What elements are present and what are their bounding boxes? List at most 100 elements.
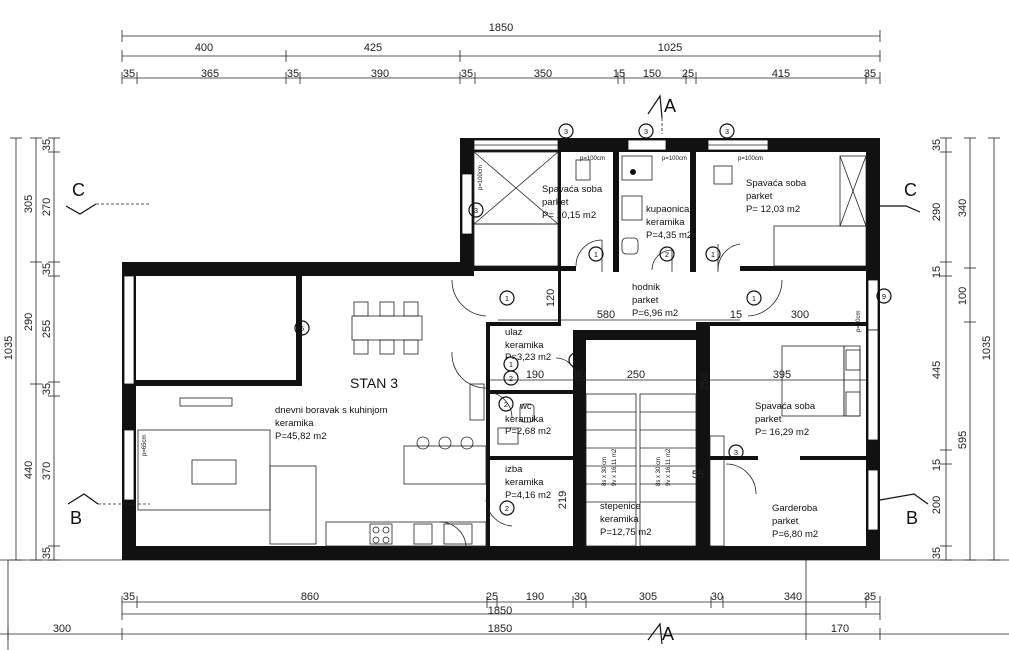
dim-right-overall: 1035	[981, 336, 993, 360]
section-a-top: A	[664, 96, 676, 116]
dim-top-15: 15	[613, 68, 625, 80]
dim-left-35d: 35	[41, 547, 53, 559]
room-entry-name: ulaz	[505, 327, 523, 338]
room-bedroom2-name: Spavaća soba	[746, 178, 807, 189]
door-tags: 3 3 3 3 1 2 1 1 1 9 5 1 2 2 2 3 2	[294, 123, 892, 516]
room-hall-area: P=6,96 m2	[632, 308, 678, 319]
dim-bottom-340: 340	[784, 591, 802, 603]
dim-inner-300: 300	[791, 309, 809, 321]
dim-bottom-35b: 35	[864, 591, 876, 603]
dim-inner-55: 55	[692, 469, 704, 481]
dim-left-305: 305	[23, 195, 35, 213]
room-living-floor: keramika	[275, 418, 314, 429]
dim-inner-30: 30	[574, 369, 586, 381]
right-dimension-chain: 35 290 15 445 15 200 35 340 100 595 1035	[931, 137, 1000, 561]
dim-right-340: 340	[957, 199, 969, 217]
dim-inner-219: 219	[557, 491, 569, 509]
section-b-left: B	[70, 508, 82, 528]
dim-left-290: 290	[23, 313, 35, 331]
bottom-dimension-chain: 35 860 25 190 30 305 30 340 35 1850 300 …	[0, 559, 1009, 650]
stair-note-rise-left: 9v x 16,11 m2	[612, 448, 618, 486]
dim-bottom-1850a: 1850	[488, 605, 512, 617]
room-storage-floor: keramika	[505, 477, 544, 488]
room-bedroom3-area: P= 16,29 m2	[755, 427, 809, 438]
tag-p100-d: p=100cm	[478, 165, 484, 190]
dim-top-25: 25	[682, 68, 694, 80]
section-c-left: C	[72, 180, 85, 200]
dim-inner-190: 190	[526, 369, 544, 381]
section-a-bottom: A	[662, 624, 674, 644]
inner-dimensions: 120 580 15 300 190 250 250 395 55 219 30	[490, 289, 866, 509]
dim-right-100: 100	[957, 287, 969, 305]
tag-p100-c: p=100cm	[738, 156, 763, 162]
tag-1c: 1	[505, 294, 509, 303]
room-bedroom1-name: Spavaća soba	[542, 184, 603, 195]
tag-p65: p=65cm	[142, 434, 148, 456]
room-bedroom2-area: P= 12,03 m2	[746, 204, 800, 215]
dim-inner-250b: 250	[699, 373, 711, 391]
room-living-area: P=45,82 m2	[275, 431, 327, 442]
tag-3c: 3	[725, 127, 729, 136]
room-storage-name: izba	[505, 464, 523, 475]
dim-left-35a: 35	[41, 139, 53, 151]
room-bedroom1-area: P= 10,15 m2	[542, 210, 596, 221]
dim-right-595: 595	[957, 431, 969, 449]
section-c-right: C	[904, 180, 917, 200]
furniture	[137, 151, 867, 547]
dim-right-15a: 15	[931, 266, 943, 278]
tag-3d: 3	[474, 206, 478, 215]
dim-inner-395: 395	[773, 369, 791, 381]
room-entry-area: P=3,23 m2	[505, 352, 551, 363]
room-stairs-name: stepenice	[600, 501, 641, 512]
unit-title: STAN 3	[350, 375, 398, 391]
dim-top-415: 415	[772, 68, 790, 80]
section-markers: A A C C B B	[65, 94, 929, 645]
room-bath-area: P=4,35 m2	[646, 230, 692, 241]
room-entry-floor: keramika	[505, 340, 544, 351]
tag-1e: 1	[509, 360, 513, 369]
dim-inner-580: 580	[597, 309, 615, 321]
dim-top-365: 365	[201, 68, 219, 80]
dim-top-350: 350	[534, 68, 552, 80]
room-hall-name: hodnik	[632, 282, 660, 293]
room-storage-area: P=4,16 m2	[505, 490, 551, 501]
tag-2c: 2	[574, 356, 578, 365]
dim-bottom-30a: 30	[574, 591, 586, 603]
tag-1a: 1	[594, 250, 598, 259]
dim-top-35c: 35	[461, 68, 473, 80]
dim-right-35b: 35	[931, 547, 943, 559]
dim-right-445: 445	[931, 361, 943, 379]
dim-bottom-25: 25	[486, 591, 498, 603]
room-bath-floor: keramika	[646, 217, 685, 228]
room-stairs-area: P=12,75 m2	[600, 527, 652, 538]
room-wardrobe-area: P=6,80 m2	[772, 529, 818, 540]
room-bedroom3-floor: parket	[755, 414, 782, 425]
dim-top-35b: 35	[287, 68, 299, 80]
dim-top-35a: 35	[123, 68, 135, 80]
dim-bottom-300: 300	[53, 623, 71, 635]
tag-2d: 2	[504, 400, 508, 409]
room-wardrobe-name: Garderoba	[772, 503, 818, 514]
room-wc-floor: keramika	[505, 414, 544, 425]
tag-1b: 1	[711, 250, 715, 259]
tag-9: 9	[882, 292, 886, 301]
room-hall-floor: parket	[632, 295, 659, 306]
dim-left-370: 370	[41, 462, 53, 480]
room-bedroom2-floor: parket	[746, 191, 773, 202]
left-dimension-chain: 1035 305 290 440 35 270 35 255 35 370 35	[3, 137, 60, 561]
tag-p40: p=40cm	[856, 310, 862, 332]
section-b-right: B	[906, 508, 918, 528]
dim-bottom-305: 305	[639, 591, 657, 603]
outer-walls	[122, 138, 880, 560]
dim-inner-120: 120	[545, 289, 557, 307]
stair-note-rise-right: 9v x 16,11 m2	[666, 448, 672, 486]
dim-bottom-860: 860	[301, 591, 319, 603]
interior-walls	[136, 152, 866, 546]
dim-bottom-30b: 30	[711, 591, 723, 603]
dim-top-425: 425	[364, 42, 382, 54]
stair-note-steps-right: 8s x 30 cm	[656, 457, 662, 486]
dim-left-overall: 1035	[3, 336, 15, 360]
door-swings	[439, 239, 783, 547]
room-wardrobe-floor: parket	[772, 516, 799, 527]
